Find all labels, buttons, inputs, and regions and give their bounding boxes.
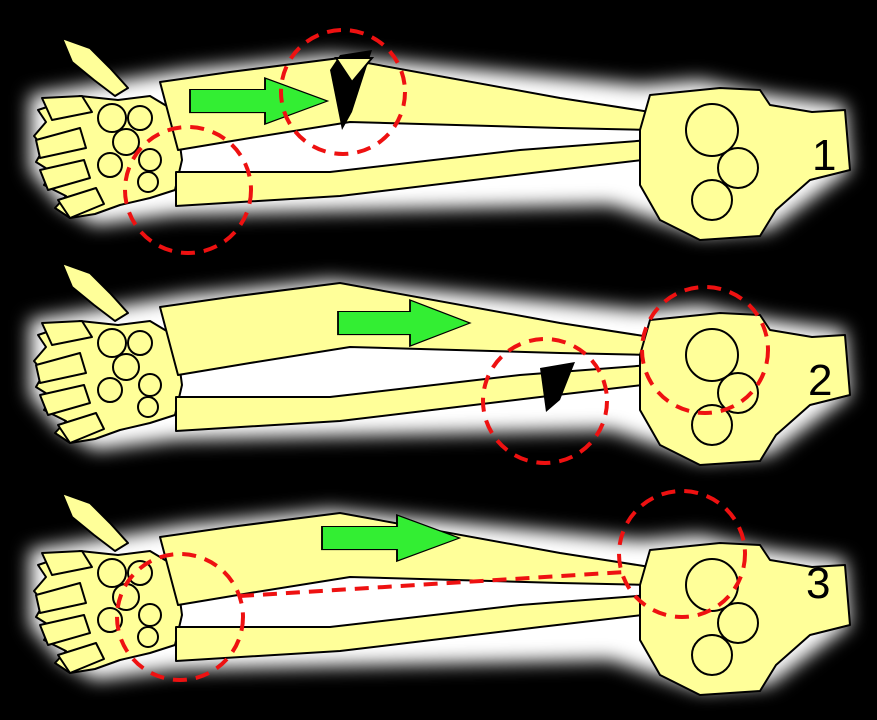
panel-2: 2 <box>30 263 850 465</box>
panel-number-2: 2 <box>808 356 832 405</box>
panel-3: 3 <box>30 491 850 695</box>
panel-number-1: 1 <box>812 131 836 180</box>
panel-number-3: 3 <box>806 559 830 608</box>
panel-1: 1 <box>30 30 850 253</box>
